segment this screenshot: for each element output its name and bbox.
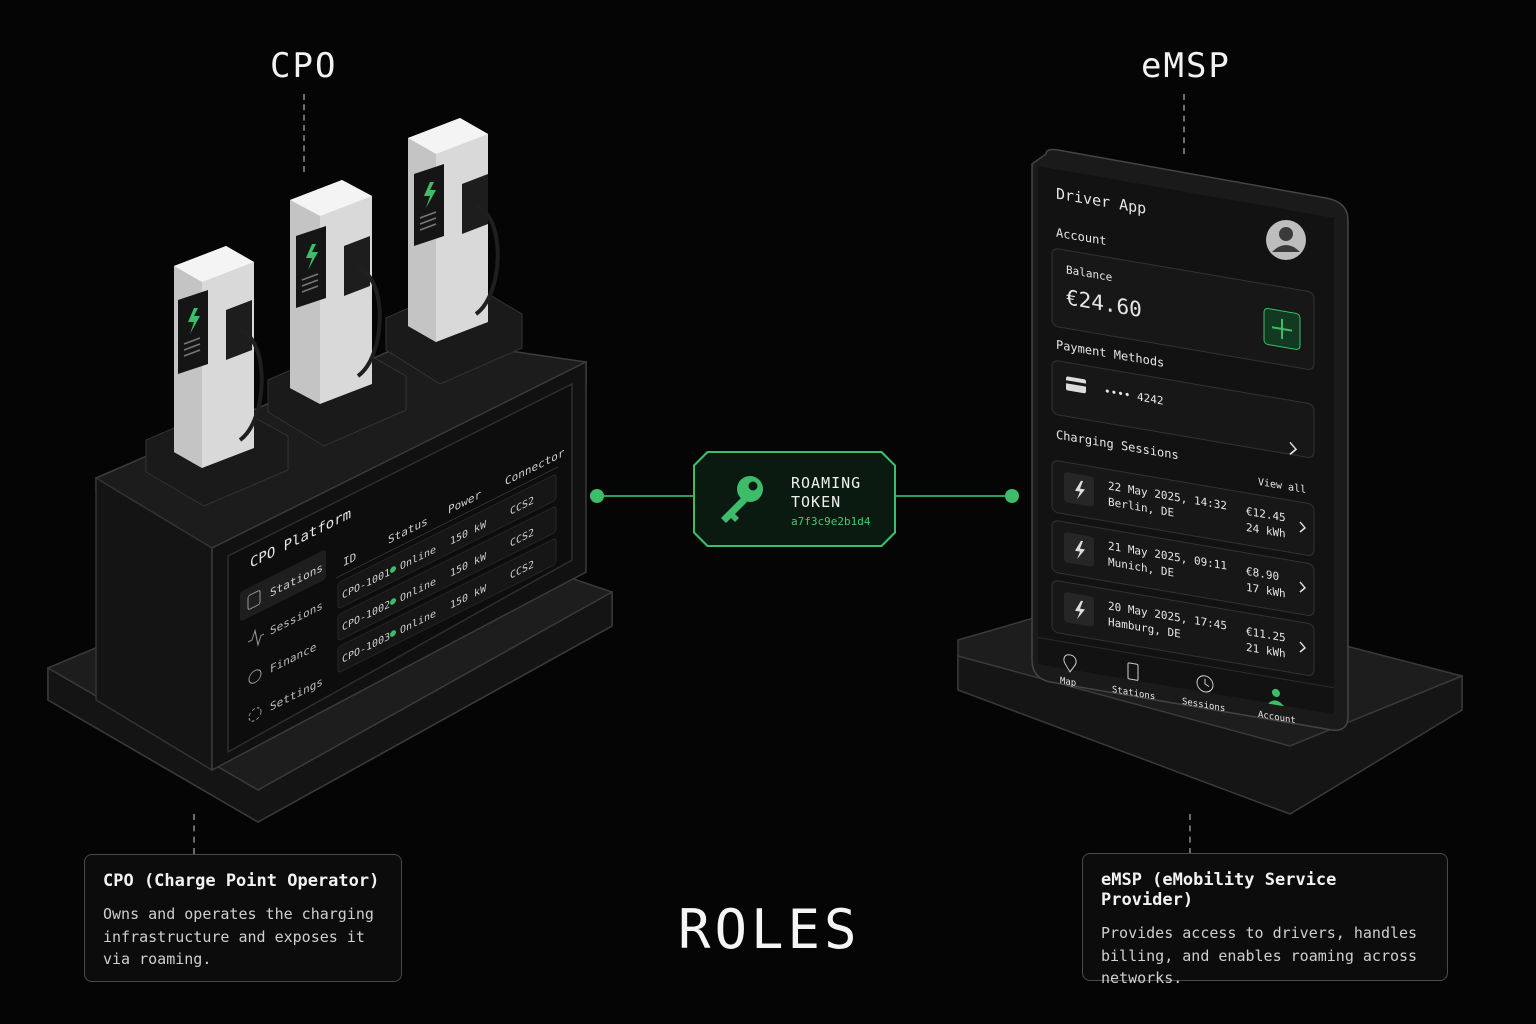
plug-icon [247, 590, 261, 610]
activity-icon [248, 628, 264, 647]
emsp-info-box: eMSP (eMobility Service Provider) Provid… [1082, 853, 1448, 987]
token-label-line1: ROAMING [791, 474, 862, 492]
map-pin-icon [1063, 654, 1077, 673]
emsp-info-title: eMSP (eMobility Service Provider) [1101, 870, 1337, 910]
cpo-heading-connector [303, 94, 305, 172]
chevron-right-icon [1299, 521, 1307, 533]
finance-icon [248, 669, 262, 684]
session-item[interactable] [1051, 580, 1315, 677]
cpo-info-title: CPO (Charge Point Operator) [103, 871, 380, 891]
emsp-heading: eMSP [1141, 46, 1231, 86]
chevron-right-icon [1299, 581, 1307, 593]
user-icon [1272, 688, 1280, 697]
token-label-line2: TOKEN [791, 493, 842, 511]
credit-card-icon [1066, 376, 1086, 394]
chevron-right-icon [1289, 441, 1298, 455]
table-row[interactable] [337, 474, 557, 609]
cpo-col-id: ID [343, 550, 356, 570]
cpo-connection-dot [590, 489, 604, 503]
roaming-token[interactable]: ROAMING TOKEN a7f3c9e2b1d4 [693, 451, 896, 547]
session-2-price: €8.90 [1246, 565, 1279, 584]
key-icon [715, 471, 771, 529]
cpo-station-illustration: CPO Platform Stations Sessions Finance S… [47, 118, 613, 823]
gear-icon [248, 707, 262, 722]
roles-title: ROLES [678, 898, 861, 961]
charger-icon [1127, 662, 1139, 681]
emsp-phone-illustration: Driver App Account Balance €24.60 Paymen… [957, 148, 1463, 815]
cpo-nav-stations[interactable] [240, 549, 326, 622]
clock-icon [1196, 675, 1214, 693]
cpo-info-connector [193, 814, 195, 854]
token-emsp-link [896, 495, 1006, 497]
table-row[interactable] [337, 506, 557, 641]
tab-map[interactable]: Map [1060, 676, 1076, 689]
bolt-icon [1075, 480, 1085, 500]
cpo-token-link [604, 495, 694, 497]
cpo-info-box: CPO (Charge Point Operator) Owns and ope… [84, 854, 402, 982]
balance-card [1051, 248, 1315, 370]
charger-3 [408, 118, 500, 342]
session-item[interactable] [1051, 520, 1315, 617]
session-item[interactable] [1051, 460, 1315, 557]
cpo-heading: CPO [270, 46, 338, 86]
cpo-info-body: Owns and operates the charging infrastru… [103, 905, 374, 968]
payment-card-row[interactable] [1051, 360, 1315, 459]
plus-icon [1272, 318, 1292, 340]
charger-2 [290, 180, 382, 404]
charger-1 [174, 246, 264, 468]
table-row[interactable] [337, 538, 557, 673]
status-dot [390, 566, 396, 573]
emsp-info-body: Provides access to drivers, handles bill… [1101, 924, 1418, 987]
bolt-icon [1075, 600, 1085, 620]
emsp-info-connector [1189, 814, 1191, 854]
emsp-connection-dot [1005, 489, 1019, 503]
status-dot [390, 630, 396, 637]
bolt-icon [1075, 540, 1085, 560]
emsp-heading-connector [1183, 94, 1185, 154]
chevron-right-icon [1299, 641, 1307, 653]
token-value: a7f3c9e2b1d4 [791, 515, 871, 528]
status-dot [390, 598, 396, 605]
